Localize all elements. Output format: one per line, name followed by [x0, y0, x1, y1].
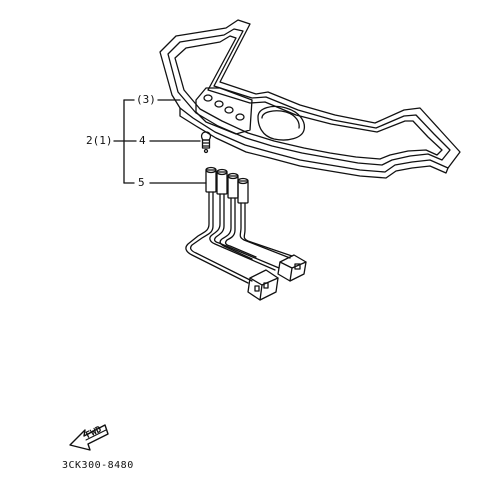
callout-part-5: 5 — [138, 176, 145, 189]
callout-leaders — [113, 99, 207, 184]
callout-assembly-2: 2(1) — [86, 134, 113, 147]
diagram-code: 3CK300-8480 — [62, 460, 134, 471]
callout-part-3: (3) — [136, 93, 156, 106]
callout-part-4: 4 — [139, 134, 146, 147]
lead-wire-part-5 — [185, 166, 307, 301]
fwd-arrow-icon — [69, 424, 109, 451]
bulb-part-4 — [200, 131, 212, 154]
meter-panel-part-3 — [159, 19, 461, 179]
